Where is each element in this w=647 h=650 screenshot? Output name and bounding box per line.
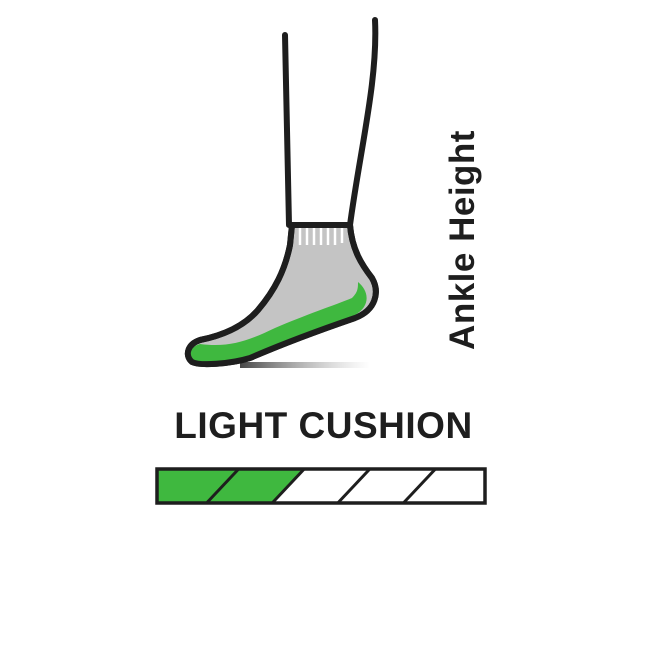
meter-divider [402,467,437,505]
leg-outline [282,17,379,228]
meter-divider [205,467,240,505]
height-label: Ankle Height [443,130,482,350]
meter-fill [157,469,305,503]
sock-illustration [184,17,379,368]
sock-cushion [190,282,367,363]
meter-border [155,467,487,505]
meter-divider [336,467,371,505]
cushion-meter [155,467,487,505]
meter-divider [271,467,306,505]
floor-shadow [240,362,370,368]
cushion-label: LIGHT CUSHION [174,405,473,446]
sock-ribbing [298,228,344,245]
